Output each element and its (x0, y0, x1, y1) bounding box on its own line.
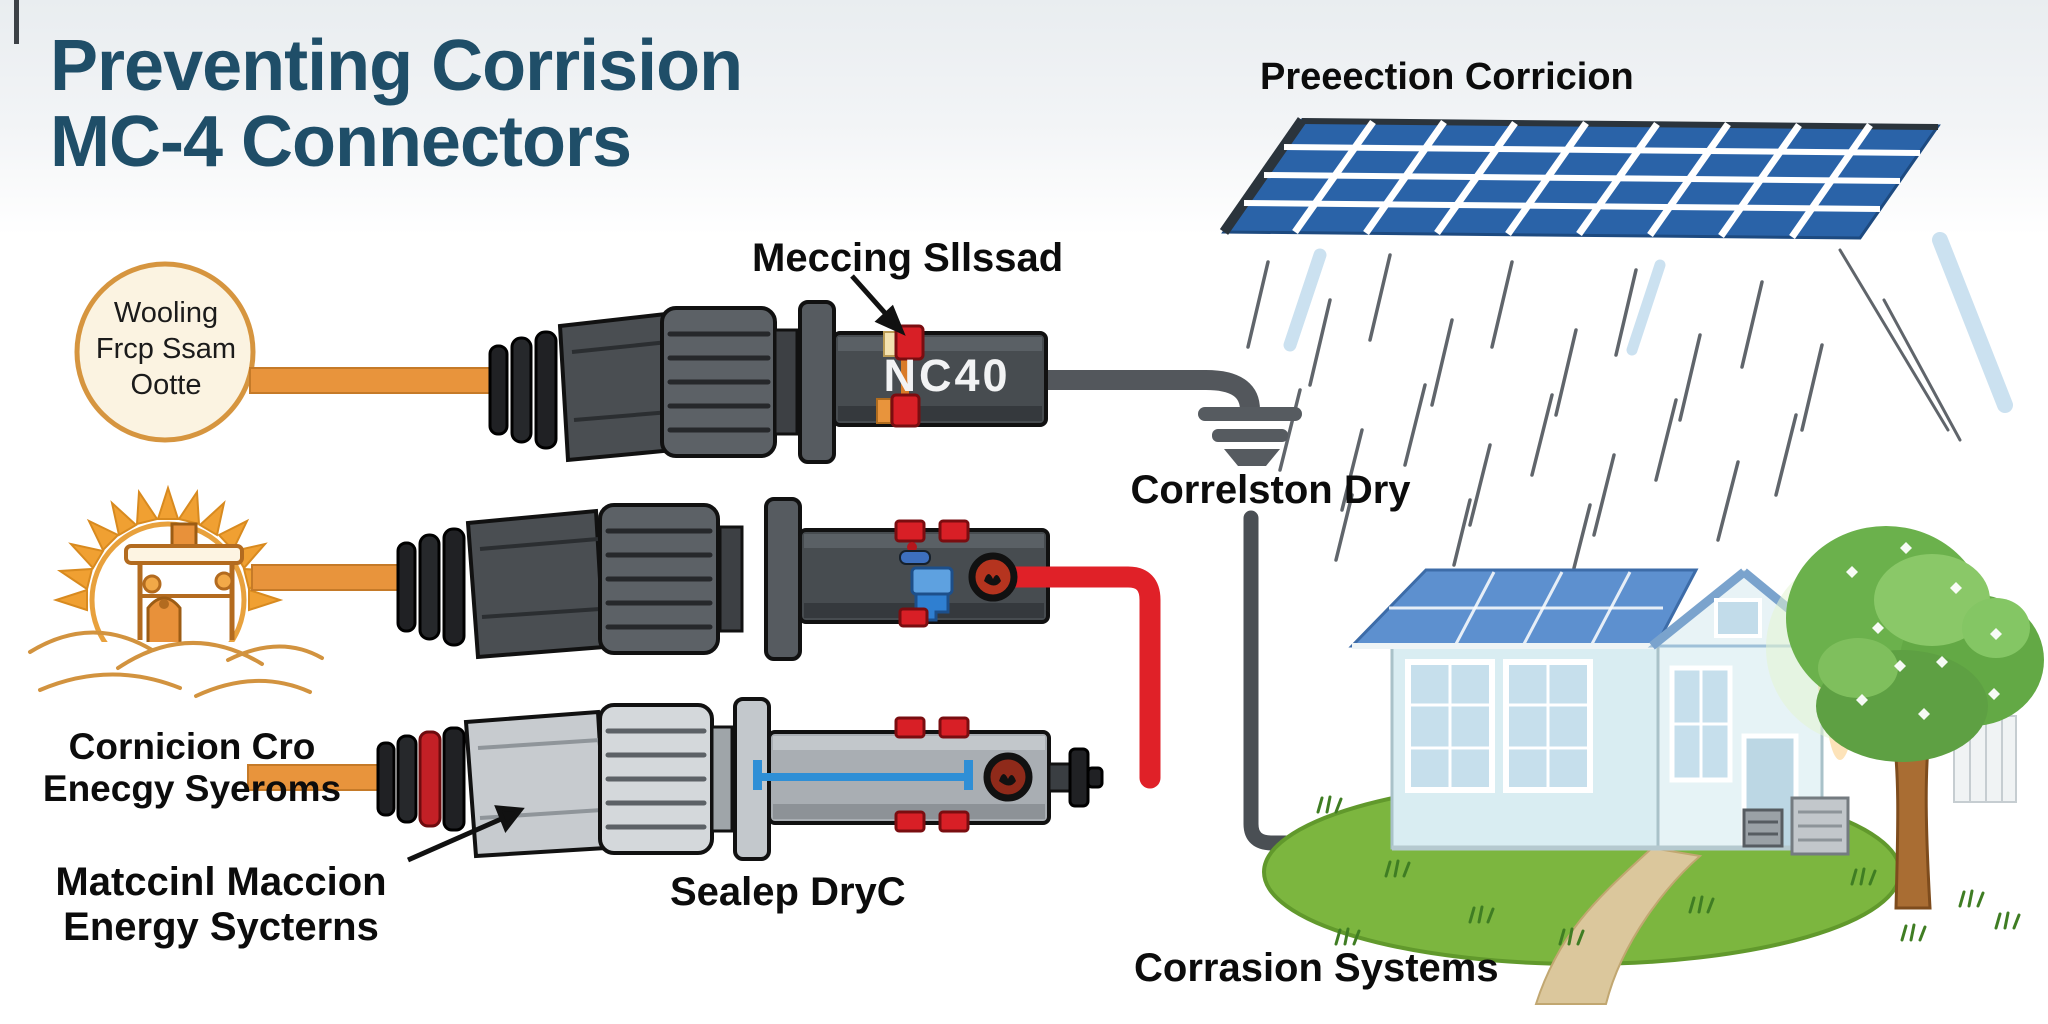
left-caption-2-line-2: Energy Sycterns (63, 904, 379, 949)
seal-stripe (901, 347, 909, 413)
blue-pin (899, 550, 931, 565)
connector-3 (247, 697, 1104, 861)
red-clip-bottom-1 (890, 393, 921, 428)
walkway (1534, 846, 1703, 1005)
utility-box (1742, 808, 1784, 848)
sealing-label: Meccing Sllssad (752, 236, 1064, 280)
red-wire (1001, 566, 1161, 789)
solar-panel-icon (1219, 117, 1941, 240)
tree-icon (1766, 526, 2044, 910)
port-seal-3 (983, 752, 1033, 802)
gable-window (1714, 598, 1762, 638)
left-caption-1-line-2: Enecgy Syeroms (42, 768, 342, 810)
badge-circle (74, 261, 256, 443)
window-2 (1503, 659, 1593, 793)
rain-streaks (1246, 232, 2013, 570)
cable-2 (251, 564, 413, 591)
sparkles (1846, 542, 2002, 720)
title-line-1: Preventing Corrision (50, 26, 743, 106)
ground-wire (1036, 370, 1750, 851)
left-caption-1-line-1: Cornicion Cro (68, 726, 316, 767)
left-caption-2: Matccinl Maccion Energy Sycterns (30, 860, 412, 950)
cable-3 (247, 764, 381, 791)
grass-tufts (1316, 795, 2021, 946)
red-seal-band (418, 730, 442, 828)
sun-stand-icon (124, 522, 244, 650)
meccing-arrow (850, 274, 906, 336)
window-1 (1405, 659, 1495, 793)
sun-icon (20, 484, 330, 704)
ground-label: Correlston Dry (1130, 468, 1411, 512)
corner-mark (14, 0, 19, 44)
badge-line-1: Wooling (113, 297, 219, 329)
house-wire (1243, 510, 1750, 851)
left-caption-2-line-1: Matccinl Maccion (55, 860, 387, 904)
sealed-label: Sealep DryC (670, 870, 906, 914)
blue-clip (910, 566, 954, 596)
matccinl-arrow (406, 805, 525, 863)
badge-line-3: Ootte (130, 368, 202, 401)
connector-2 (251, 497, 1161, 789)
title-line-2: MC-4 Connectors (50, 102, 632, 183)
badge-text: Wooling Frcp Ssam Ootte (77, 296, 255, 404)
left-caption-1: Cornicion Cro Enecgy Syeroms (36, 726, 348, 810)
badge-line-2: Frcp Ssam (95, 332, 237, 365)
page-title: Preventing Corrision MC-4 Connectors (50, 26, 743, 183)
cable-1 (249, 367, 501, 394)
connector-model-label: NC40 (883, 350, 1011, 401)
blue-seal-line (757, 773, 969, 781)
hills-icon (28, 630, 324, 698)
sun-hills-mask (20, 642, 330, 704)
blue-tick-right (964, 760, 973, 790)
bottom-right-label: Corrasion Systems (1134, 946, 1499, 990)
ground-symbol-icon (1198, 407, 1302, 466)
window-3 (1669, 665, 1733, 783)
end-plug (1068, 747, 1090, 808)
port-seal-2 (968, 552, 1018, 602)
top-right-label: Preeection Corricion (1260, 56, 1634, 98)
connector-1 (249, 300, 1048, 464)
